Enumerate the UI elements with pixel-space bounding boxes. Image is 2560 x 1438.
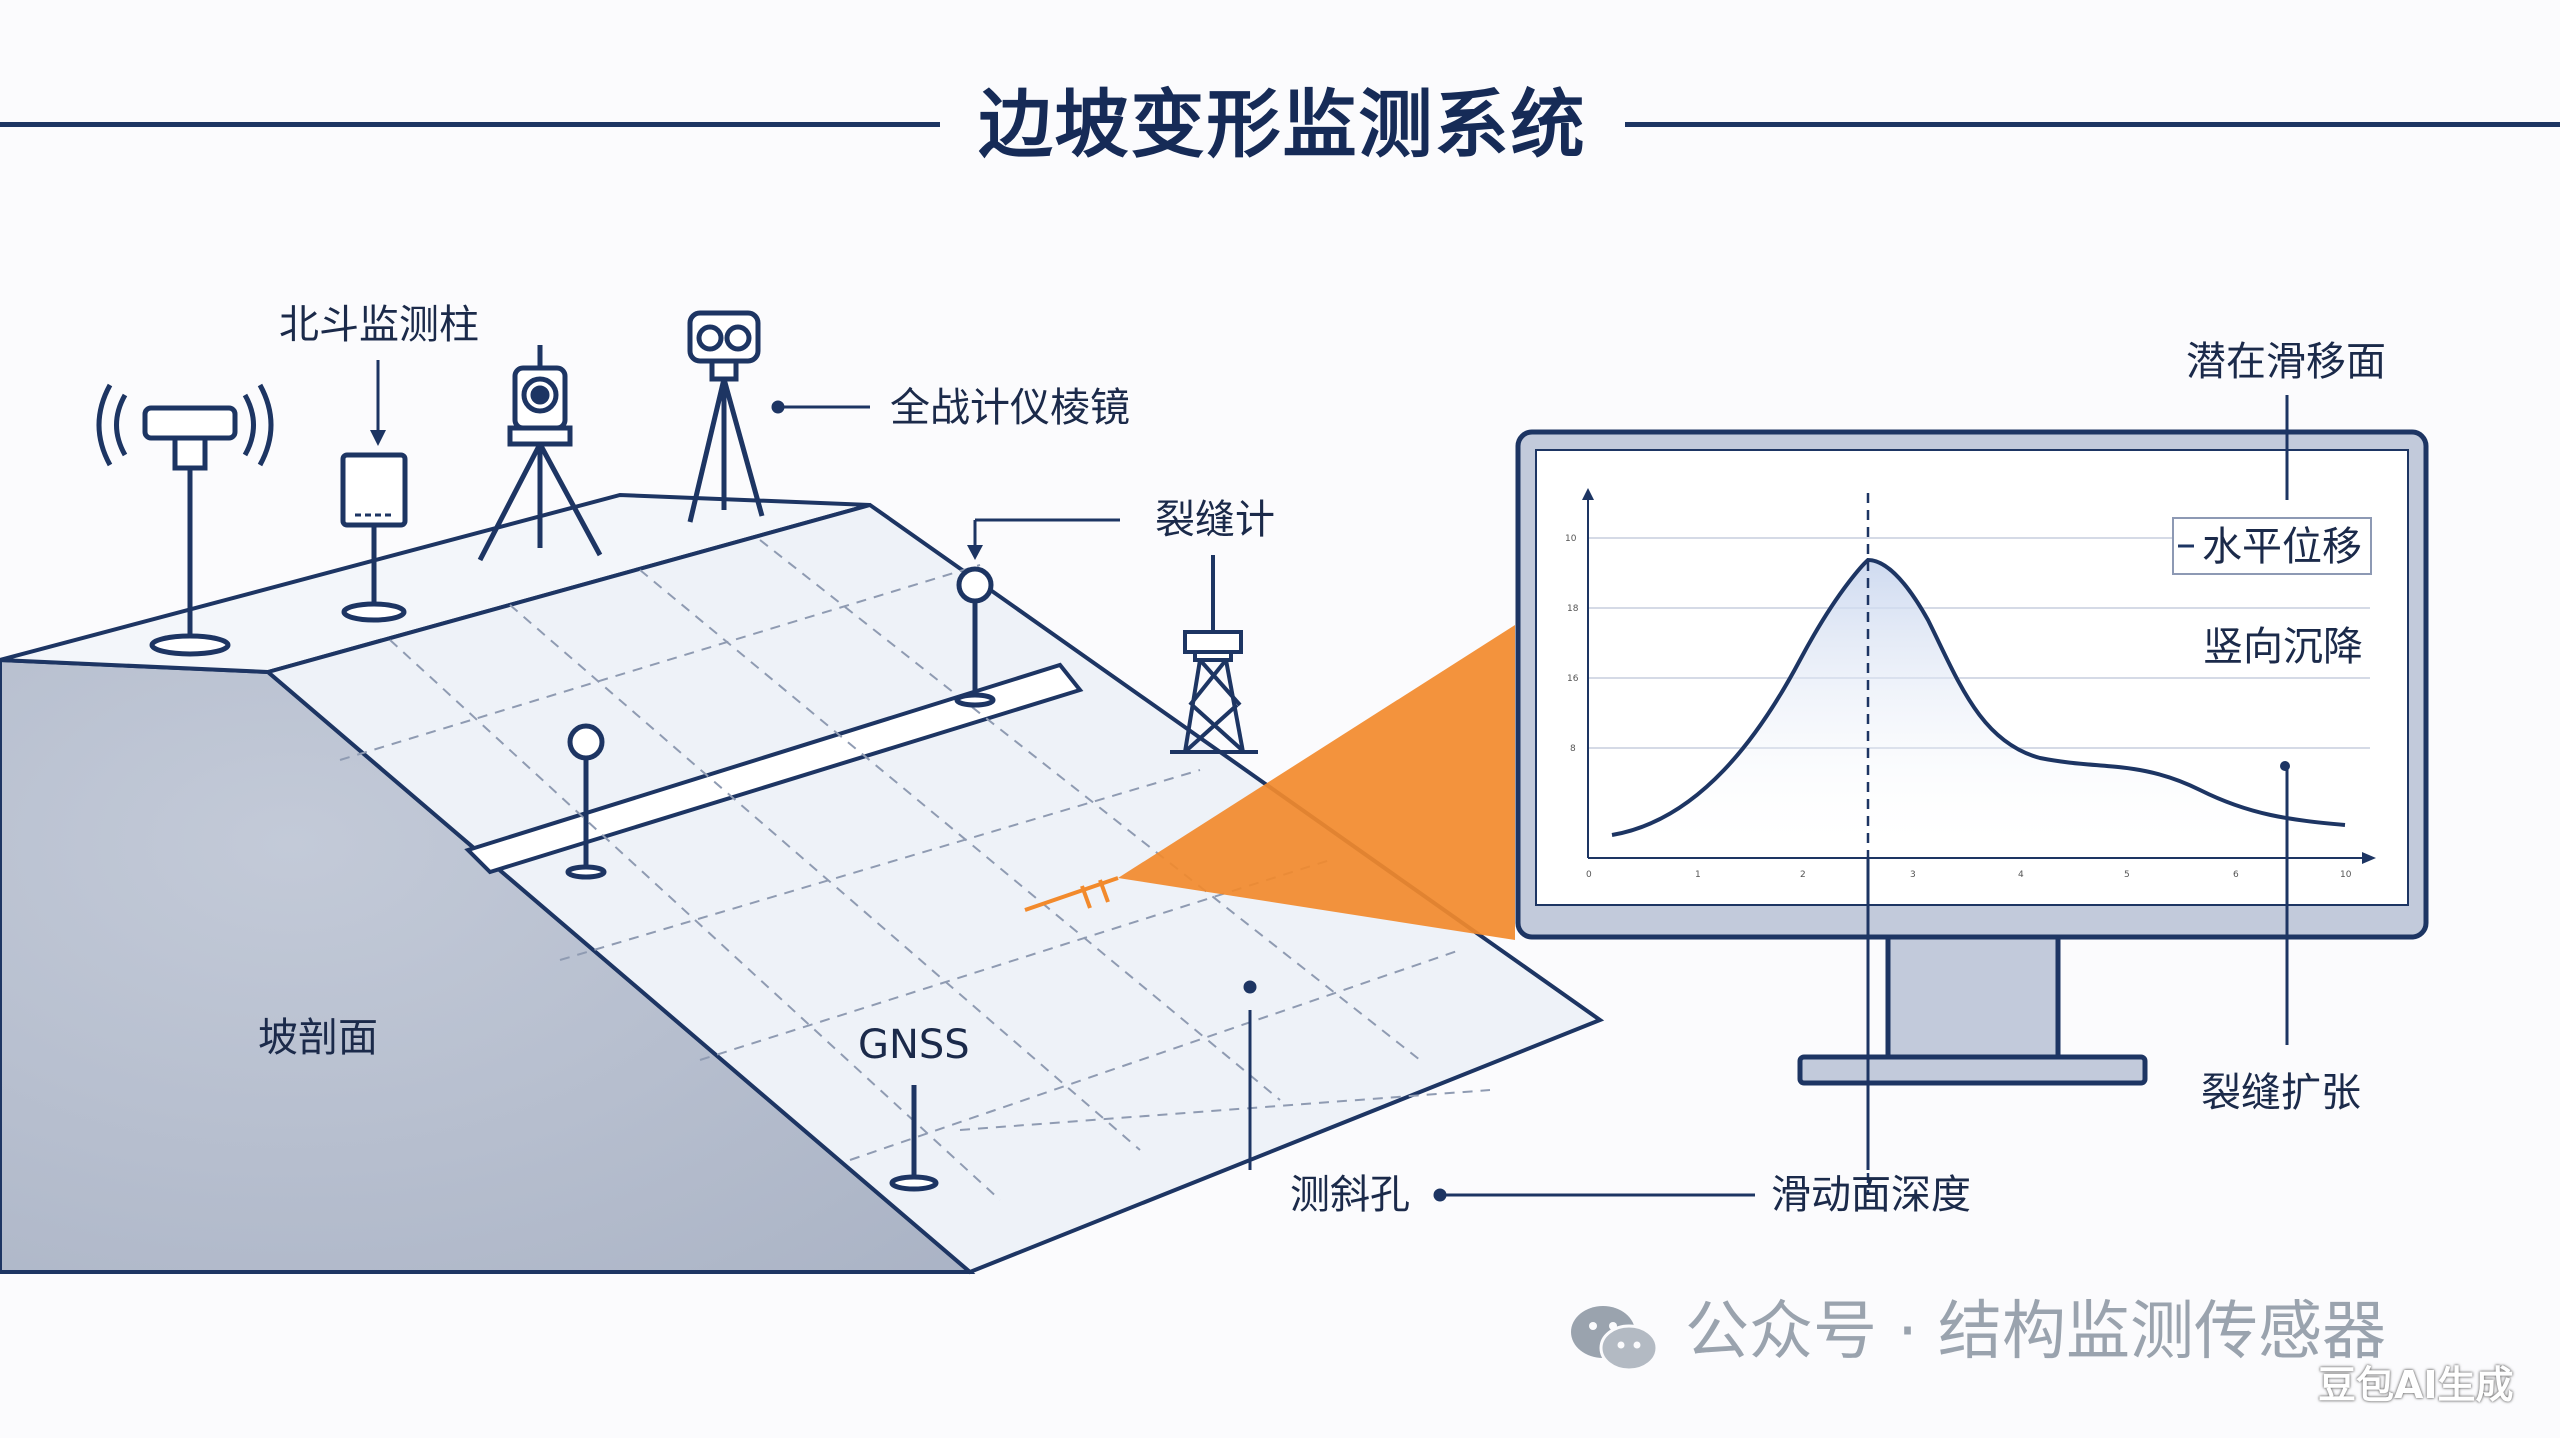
- total-station-tripod: [477, 345, 603, 562]
- watermark-text: 公众号 · 结构监测传感器: [1685, 1295, 2387, 1369]
- wechat-icon: [1571, 1306, 1659, 1372]
- displacement-chart: 10 18 16 8 0 1 2 3 4 5 6 10: [1565, 488, 2376, 1195]
- label-inclinometer-hole: 测斜孔: [1290, 1172, 1410, 1218]
- page-title: 边坡变形监测系统: [978, 82, 1587, 168]
- slope-berm: [464, 662, 1084, 875]
- svg-text:16: 16: [1567, 674, 1579, 684]
- prism-leader: [771, 400, 870, 414]
- label-slope-section: 坡剖面: [258, 1015, 378, 1061]
- label-total-station-prism: 全战计仪棱镜: [890, 385, 1130, 431]
- svg-text:1: 1: [1695, 870, 1701, 880]
- ai-generated-tag: 豆包AI生成: [2318, 1363, 2514, 1407]
- chart-curve: [1611, 557, 2346, 837]
- label-crack-meter: 裂缝计: [1155, 497, 1275, 543]
- svg-text:2: 2: [1800, 870, 1806, 880]
- svg-text:4: 4: [2018, 870, 2024, 880]
- title-rule-right: [1625, 122, 2560, 127]
- crack-marks: [1024, 876, 1119, 912]
- beidou-antenna-post: [96, 383, 274, 657]
- label-vertical-settlement: 竖向沉降: [2203, 624, 2363, 670]
- svg-text:8: 8: [1570, 744, 1576, 754]
- label-gnss: GNSS: [858, 1022, 970, 1068]
- label-horizontal-displacement: 水平位移: [2202, 524, 2362, 570]
- slope-face-grid: [339, 539, 1491, 1201]
- crack-meter-pin: [954, 566, 996, 708]
- svg-text:10: 10: [1565, 534, 1577, 544]
- svg-text:5: 5: [2124, 870, 2130, 880]
- label-slip-surface-depth: 滑动面深度: [1771, 1172, 1971, 1218]
- svg-text:3: 3: [1910, 870, 1916, 880]
- chart-tick-labels: 10 18 16 8 0 1 2 3 4 5 6 10: [1565, 534, 2352, 880]
- label-potential-slip-surface: 潜在滑移面: [2186, 339, 2386, 385]
- inclinometer-leader: [1243, 980, 1755, 1202]
- slope-marker-pin: [565, 723, 607, 880]
- monitoring-tower: [1170, 555, 1258, 754]
- legend-box: [2172, 517, 2372, 575]
- prism-camera-tripod: [687, 310, 765, 523]
- beidou-column-box: [340, 360, 408, 623]
- label-crack-expansion: 裂缝扩张: [2201, 1070, 2361, 1116]
- svg-text:0: 0: [1586, 870, 1592, 880]
- svg-text:6: 6: [2233, 870, 2239, 880]
- crack-meter-leader: [967, 518, 1120, 560]
- svg-text:10: 10: [2340, 870, 2352, 880]
- crack-projection-beam: [1118, 625, 1515, 940]
- title-rule-left: [0, 122, 940, 127]
- label-beidou-column: 北斗监测柱: [279, 302, 479, 348]
- chart-curve-fill: [1612, 560, 2345, 858]
- slope-face: [263, 502, 1605, 1275]
- title-row: 边坡变形监测系统: [0, 60, 2560, 168]
- gnss-post: [889, 1085, 939, 1192]
- svg-text:18: 18: [1567, 604, 1579, 614]
